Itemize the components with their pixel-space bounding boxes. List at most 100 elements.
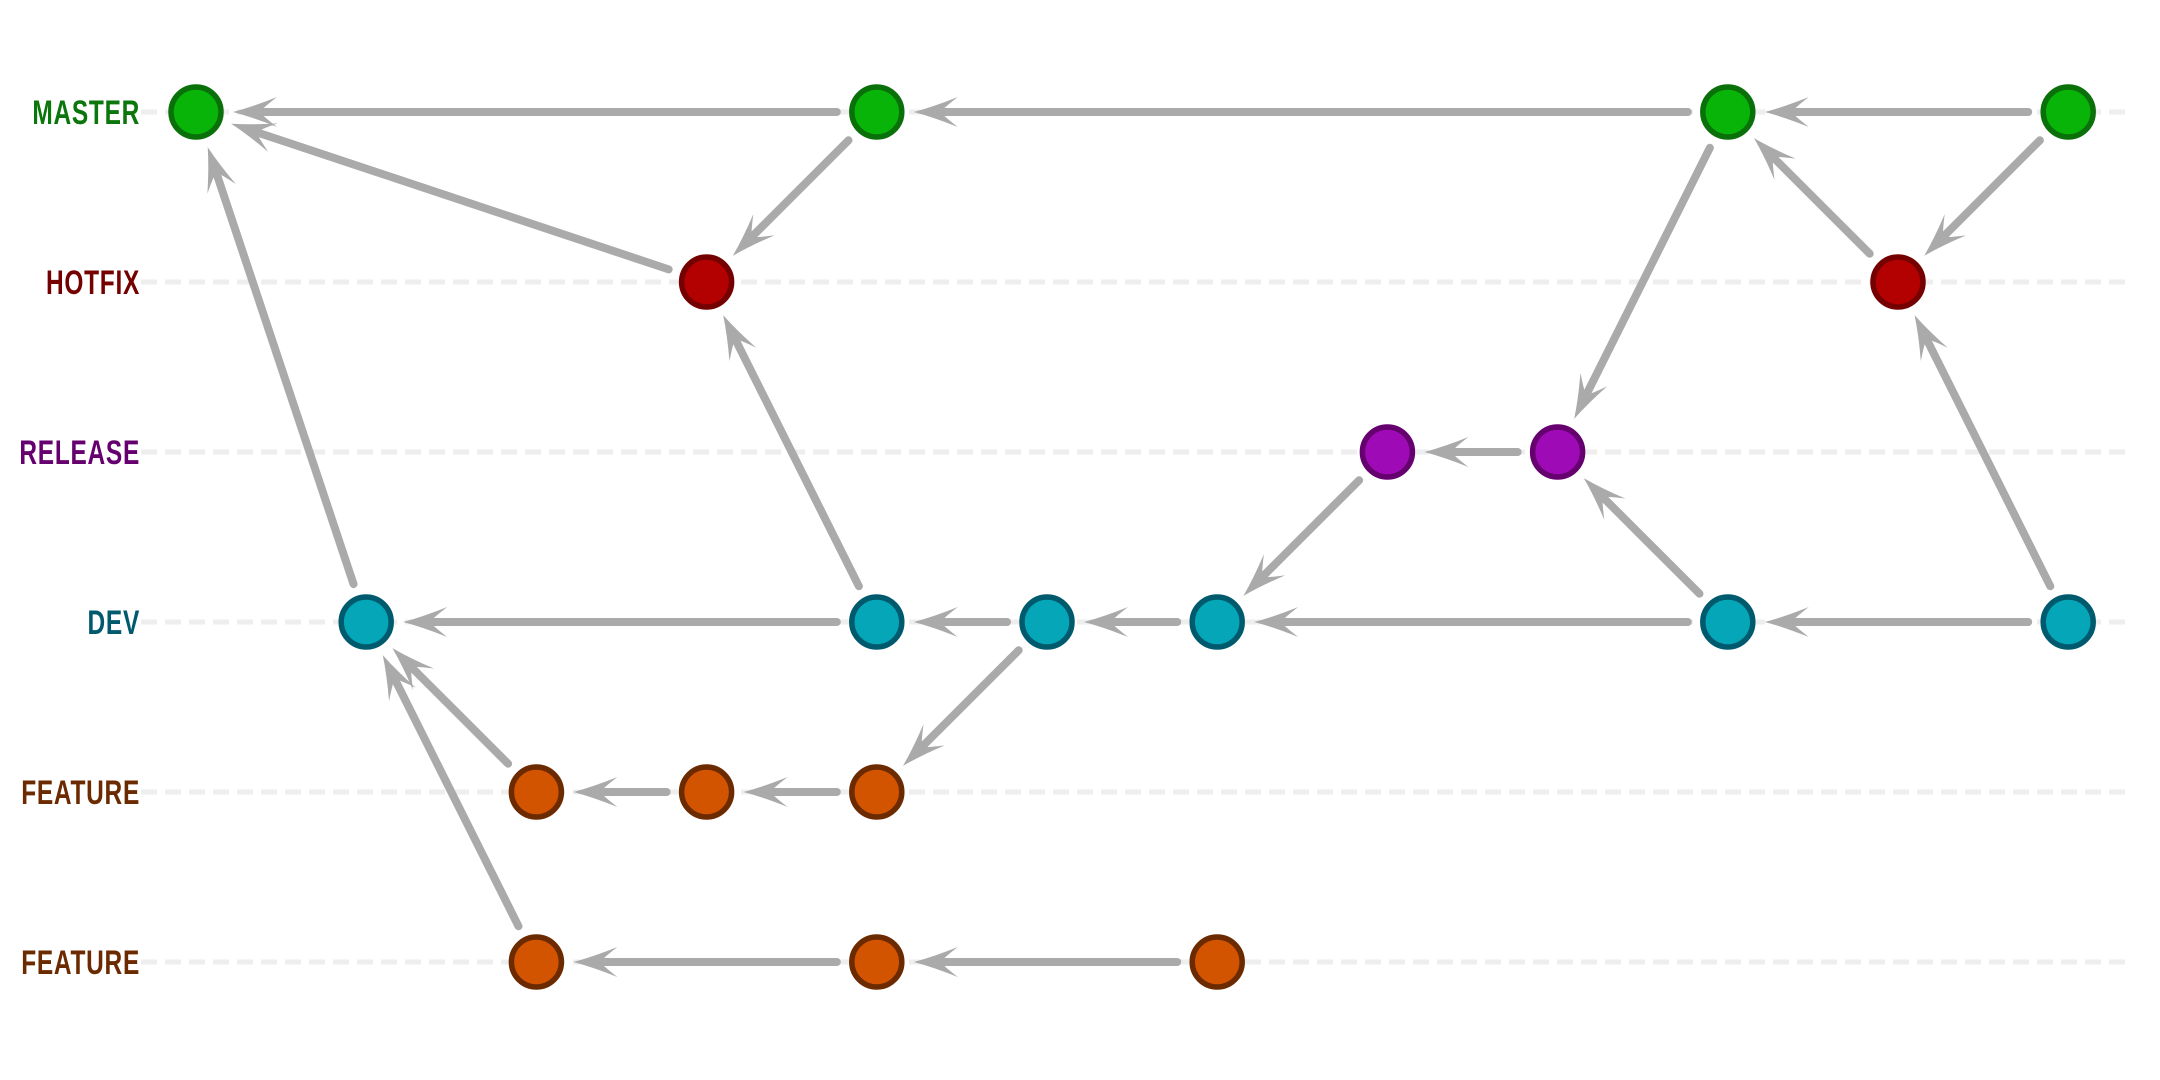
edge-arrow — [1254, 607, 1692, 637]
commit-nodes — [168, 84, 2096, 990]
arrowhead-icon — [231, 123, 278, 152]
edge-shaft — [390, 674, 523, 931]
commit-node-feature1[interactable] — [678, 764, 735, 820]
edge-arrow — [913, 97, 1692, 127]
edge-shaft — [1258, 476, 1364, 582]
edge-arrow — [382, 655, 523, 931]
arrowhead-icon — [573, 947, 618, 977]
arrowhead-icon — [1424, 437, 1469, 467]
edge-arrow — [1924, 136, 2044, 256]
arrowhead-icon — [573, 777, 618, 807]
edge-shaft — [1768, 152, 1874, 258]
commit-node-feature2[interactable] — [1189, 934, 1245, 990]
edge-shaft — [407, 662, 513, 768]
branch-label-text: DEV — [88, 604, 140, 642]
branch-label-release: RELEASE — [19, 434, 140, 472]
edge-arrow — [1583, 478, 1704, 598]
edge-shaft — [1922, 334, 2055, 591]
edge-shaft — [730, 334, 863, 591]
edge-arrow — [1764, 607, 2033, 637]
arrowhead-icon — [1764, 607, 1809, 637]
commit-node-dev[interactable] — [1019, 594, 1075, 650]
arrowhead-icon — [913, 607, 958, 637]
commit-node-hotfix[interactable] — [678, 254, 735, 310]
branch-label-feature2: FEATURE — [21, 944, 140, 982]
arrowhead-icon — [1753, 138, 1796, 180]
arrowhead-icon — [1914, 315, 1948, 362]
arrowhead-icon — [1764, 97, 1809, 127]
branch-label-dev: DEV — [88, 604, 140, 642]
edge-arrow — [207, 147, 358, 589]
commit-node-master[interactable] — [2040, 84, 2096, 140]
arrowhead-icon — [743, 777, 788, 807]
arrowhead-icon — [902, 724, 945, 766]
edge-arrow — [913, 947, 1182, 977]
edge-shaft — [1581, 143, 1714, 400]
edge-arrow — [913, 607, 1011, 637]
edge-arrow — [1753, 138, 1874, 258]
edge-shaft — [1938, 136, 2044, 242]
arrowhead-icon — [392, 648, 435, 690]
arrowhead-icon — [1254, 607, 1299, 637]
edge-arrow — [392, 648, 513, 768]
edge-arrow — [1914, 315, 2055, 591]
arrowhead-icon — [403, 607, 448, 637]
edge-arrow — [403, 607, 841, 637]
commit-node-dev[interactable] — [1189, 594, 1245, 650]
arrowhead-icon — [913, 97, 958, 127]
arrowhead-icon — [913, 947, 958, 977]
arrowhead-icon — [1243, 554, 1286, 596]
branch-label-text: MASTER — [32, 94, 140, 132]
commit-node-feature2[interactable] — [849, 934, 905, 990]
edge-arrow — [573, 777, 671, 807]
edge-arrow — [573, 947, 841, 977]
commit-node-release[interactable] — [1359, 424, 1416, 480]
arrowhead-icon — [1924, 214, 1966, 256]
arrowhead-icon — [732, 214, 775, 256]
commit-node-release[interactable] — [1529, 424, 1586, 480]
arrowhead-icon — [207, 147, 236, 194]
edge-shaft — [252, 128, 673, 274]
edge-arrow — [1084, 607, 1182, 637]
commit-node-feature1[interactable] — [508, 764, 565, 820]
commit-node-dev[interactable] — [849, 594, 905, 650]
commit-edges — [207, 97, 2055, 977]
arrowhead-icon — [723, 315, 757, 362]
edge-arrow — [723, 315, 863, 591]
edge-arrow — [743, 777, 841, 807]
edge-arrow — [233, 97, 841, 127]
edge-shaft — [747, 136, 853, 242]
commit-node-feature1[interactable] — [849, 764, 905, 820]
edge-arrow — [1424, 437, 1522, 467]
edge-shaft — [212, 168, 358, 589]
branch-label-text: HOTFIX — [46, 264, 140, 302]
branch-label-text: FEATURE — [21, 774, 140, 812]
edge-arrow — [902, 646, 1023, 766]
branch-labels: MASTER HOTFIX RELEASE DEV FEATURE FEATURE — [19, 94, 140, 982]
edge-shaft — [917, 646, 1023, 752]
arrowhead-icon — [1583, 478, 1626, 520]
commit-node-dev[interactable] — [1700, 594, 1756, 650]
commit-node-master[interactable] — [168, 84, 224, 140]
commit-node-hotfix[interactable] — [1870, 254, 1926, 310]
edge-arrow — [231, 123, 673, 274]
edge-arrow — [1764, 97, 2033, 127]
edge-shaft — [1598, 492, 1704, 598]
edge-arrow — [1243, 476, 1364, 596]
branch-label-feature1: FEATURE — [21, 774, 140, 812]
commit-node-dev[interactable] — [338, 594, 394, 650]
arrowhead-icon — [382, 655, 416, 702]
arrowhead-icon — [233, 97, 277, 127]
edge-arrow — [732, 136, 853, 256]
branch-label-master: MASTER — [32, 94, 140, 132]
branch-label-hotfix: HOTFIX — [46, 264, 140, 302]
branch-label-text: RELEASE — [19, 434, 140, 472]
branch-label-text: FEATURE — [21, 944, 140, 982]
commit-node-master[interactable] — [849, 84, 905, 140]
commit-node-dev[interactable] — [2040, 594, 2096, 650]
arrowhead-icon — [1084, 607, 1128, 637]
commit-node-master[interactable] — [1700, 84, 1756, 140]
commit-node-feature2[interactable] — [508, 934, 565, 990]
arrowhead-icon — [1574, 372, 1608, 419]
